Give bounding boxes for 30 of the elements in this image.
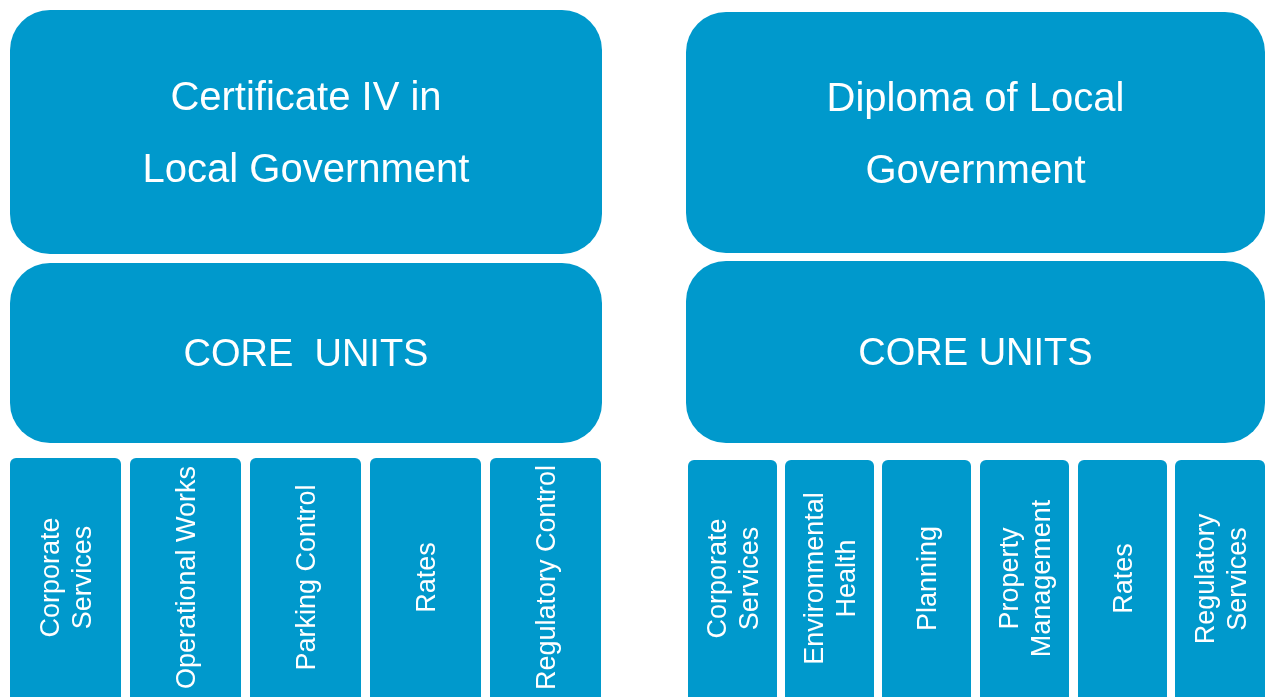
unit-label: Parking Control [289,483,322,673]
unit-label: Corporate Services [33,516,98,640]
unit-box [370,458,481,697]
unit-label: Regulatory Services [1188,512,1252,646]
core-units-label: CORE UNITS [183,330,429,376]
unit-box [1078,460,1167,697]
unit-box [1175,460,1265,697]
unit-box [688,460,777,697]
unit-box [882,460,971,697]
unit-box [130,458,241,697]
unit-box [10,458,121,697]
qualification-box [686,12,1265,253]
core-units-box [686,261,1265,443]
core-units-box [10,263,602,443]
unit-label: Regulatory Control [529,463,562,693]
unit-box [785,460,874,697]
unit-box [250,458,361,697]
core-units-label: CORE UNITS [858,329,1093,375]
qualification-title: Diploma of Local Government [825,73,1126,193]
unit-box [490,458,601,697]
unit-label: Corporate Services [700,517,765,641]
unit-label: Planning [910,524,943,634]
qualification-box [10,10,602,254]
unit-label: Rates [409,541,442,615]
unit-label: Operational Works [169,464,202,692]
unit-label: Property Management [992,498,1057,660]
qualification-title: Certificate IV in Local Government [141,73,471,192]
unit-box [980,460,1069,697]
unit-label: Rates [1106,542,1139,616]
unit-label: Environmental Health [797,491,862,667]
